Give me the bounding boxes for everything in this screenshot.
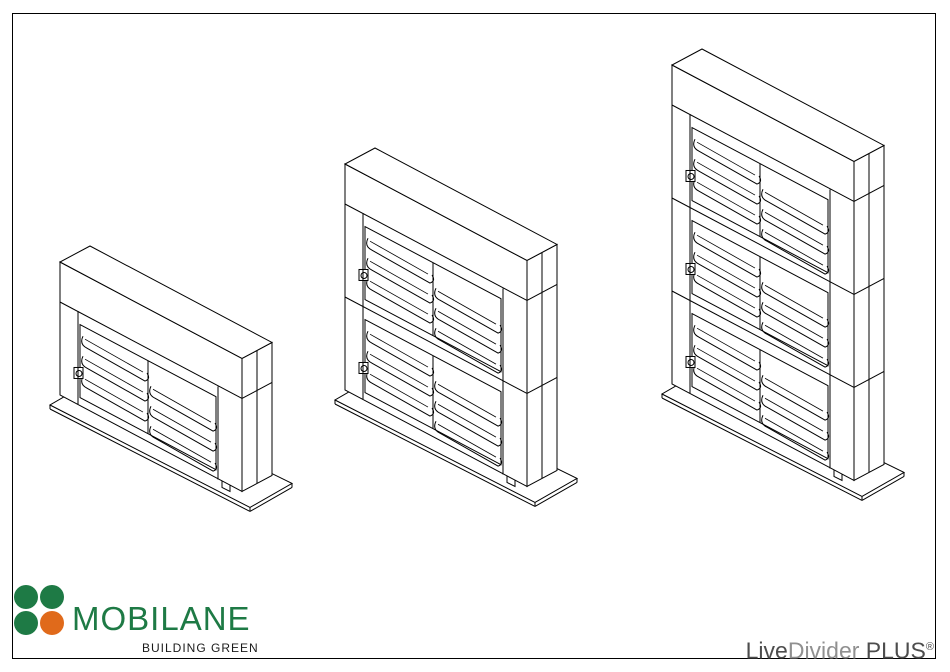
divider-variant-2 (335, 148, 577, 506)
registered-mark: ® (926, 641, 934, 653)
product-word-plus: PLUS (866, 638, 926, 664)
brand-name: MOBILANE (72, 601, 251, 637)
product-word-divider: Divider (788, 638, 860, 664)
brand-tagline: BUILDING GREEN (142, 641, 259, 655)
divider-variant-3 (662, 49, 904, 500)
product-word-live: Live (746, 638, 788, 664)
divider-variant-1 (50, 246, 292, 511)
product-name: LiveDivider PLUS® (746, 633, 934, 665)
logo-dots-icon (14, 585, 66, 637)
mobilane-logo: MOBILANE BUILDING GREEN (14, 585, 274, 660)
